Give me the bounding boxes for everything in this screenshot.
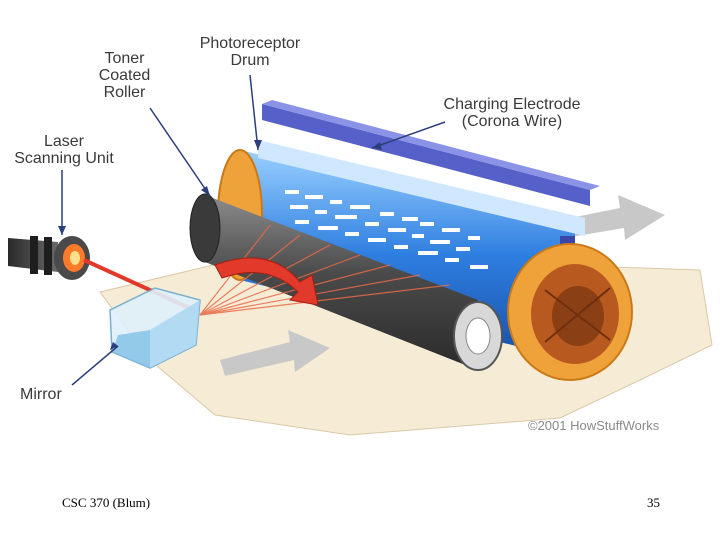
laser-scanning-unit xyxy=(8,236,90,280)
label-charging-electrode: Charging Electrode (Corona Wire) xyxy=(443,96,581,130)
rotation-arrow xyxy=(214,257,319,306)
output-direction-arrow xyxy=(560,195,665,240)
copyright-credit: ©2001 HowStuffWorks xyxy=(528,418,660,433)
footer-page-number: 35 xyxy=(647,495,660,510)
label-photoreceptor-drum: Photoreceptor Drum xyxy=(199,35,301,69)
drum-leader-line xyxy=(249,74,259,151)
charging-leader-line xyxy=(371,121,446,149)
label-toner-coated-roller: Toner Coated Roller xyxy=(98,50,151,101)
drum-end-cap xyxy=(507,243,633,381)
toner-coated-roller xyxy=(189,193,503,371)
mirror xyxy=(109,287,201,369)
mirror-leader-line xyxy=(71,345,119,386)
label-mirror: Mirror xyxy=(20,386,62,403)
paper-direction-arrow xyxy=(220,330,330,376)
label-laser-scanning-unit: Laser Scanning Unit xyxy=(14,133,114,167)
footer-course-label: CSC 370 (Blum) xyxy=(62,495,151,510)
toner-leader-line xyxy=(149,107,211,197)
